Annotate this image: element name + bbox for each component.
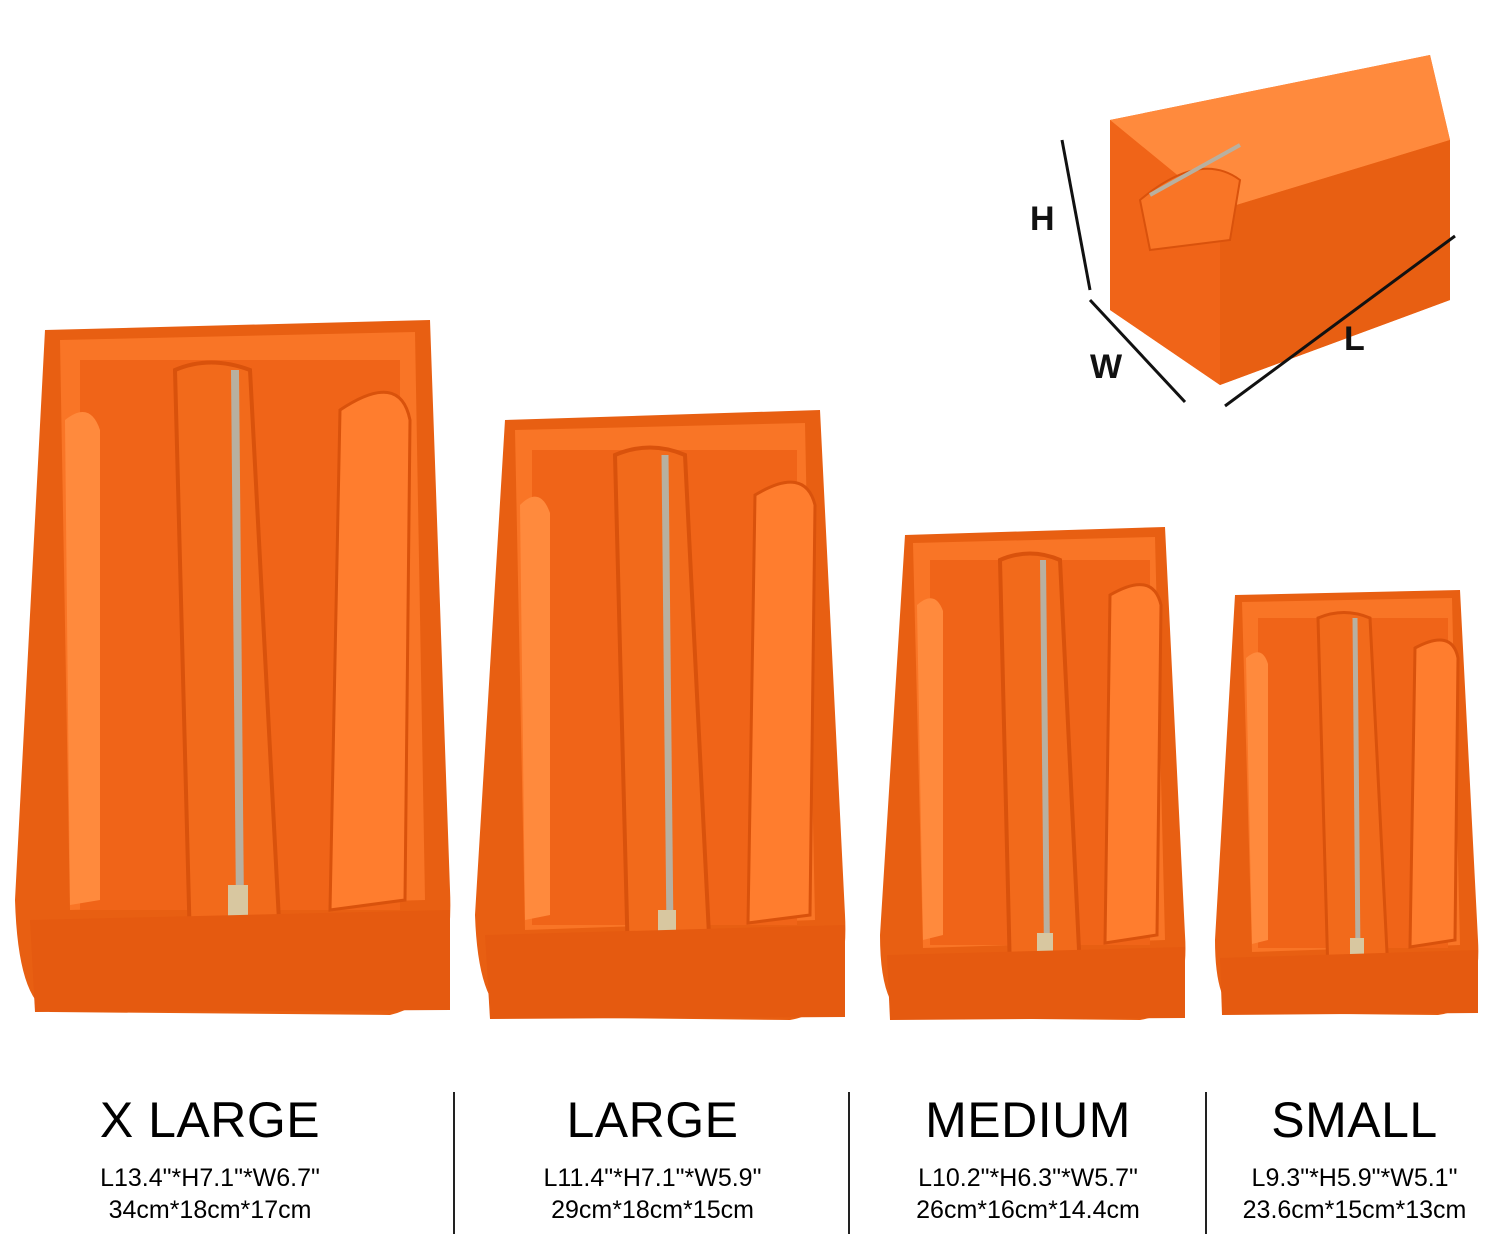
dimension-diagram: H W L <box>1030 50 1470 420</box>
size-column-medium: MEDIUM L10.2"*H6.3"*W5.7" 26cm*16cm*14.4… <box>858 1085 1198 1225</box>
organizer-medium-svg <box>880 527 1186 1020</box>
size-column-small: SMALL L9.3"*H5.9"*W5.1" 23.6cm*15cm*13cm <box>1212 1085 1497 1225</box>
size-column-large: LARGE L11.4"*H7.1"*W5.9" 29cm*18cm*15cm <box>465 1085 840 1225</box>
length-label: L <box>1344 320 1365 358</box>
dimension-diagram-svg <box>1060 55 1456 408</box>
divider <box>453 1092 455 1234</box>
organizer-small-image <box>1210 580 1495 1020</box>
organizer-xlarge-svg <box>15 320 451 1015</box>
size-centimeters: 29cm*18cm*15cm <box>551 1196 754 1224</box>
length-dimension-line <box>1224 234 1456 408</box>
divider <box>848 1092 850 1234</box>
width-dimension-line <box>1088 298 1187 404</box>
size-inches: L13.4"*H7.1"*W6.7" <box>100 1164 320 1192</box>
size-column-xlarge: X LARGE L13.4"*H7.1"*W6.7" 34cm*18cm*17c… <box>25 1085 395 1225</box>
size-centimeters: 23.6cm*15cm*13cm <box>1242 1196 1467 1224</box>
size-centimeters: 26cm*16cm*14.4cm <box>916 1196 1140 1224</box>
height-label: H <box>1030 200 1055 238</box>
width-label: W <box>1090 348 1123 386</box>
size-inches: L9.3"*H5.9"*W5.1" <box>1251 1164 1458 1192</box>
size-inches: L11.4"*H7.1"*W5.9" <box>543 1164 762 1192</box>
organizer-large-svg <box>475 410 846 1020</box>
organizer-medium-image <box>875 515 1205 1025</box>
organizer-small-svg <box>1215 590 1479 1015</box>
height-dimension-line <box>1060 139 1092 291</box>
organizer-large-image <box>470 395 865 1025</box>
organizer-xlarge-image <box>10 300 460 1020</box>
size-centimeters: 34cm*18cm*17cm <box>108 1196 312 1224</box>
size-name: X LARGE <box>99 1092 321 1148</box>
size-name: MEDIUM <box>925 1092 1131 1148</box>
size-name: SMALL <box>1271 1092 1438 1148</box>
divider <box>1205 1092 1207 1234</box>
size-inches: L10.2"*H6.3"*W5.7" <box>918 1164 1138 1192</box>
size-name: LARGE <box>566 1092 739 1148</box>
